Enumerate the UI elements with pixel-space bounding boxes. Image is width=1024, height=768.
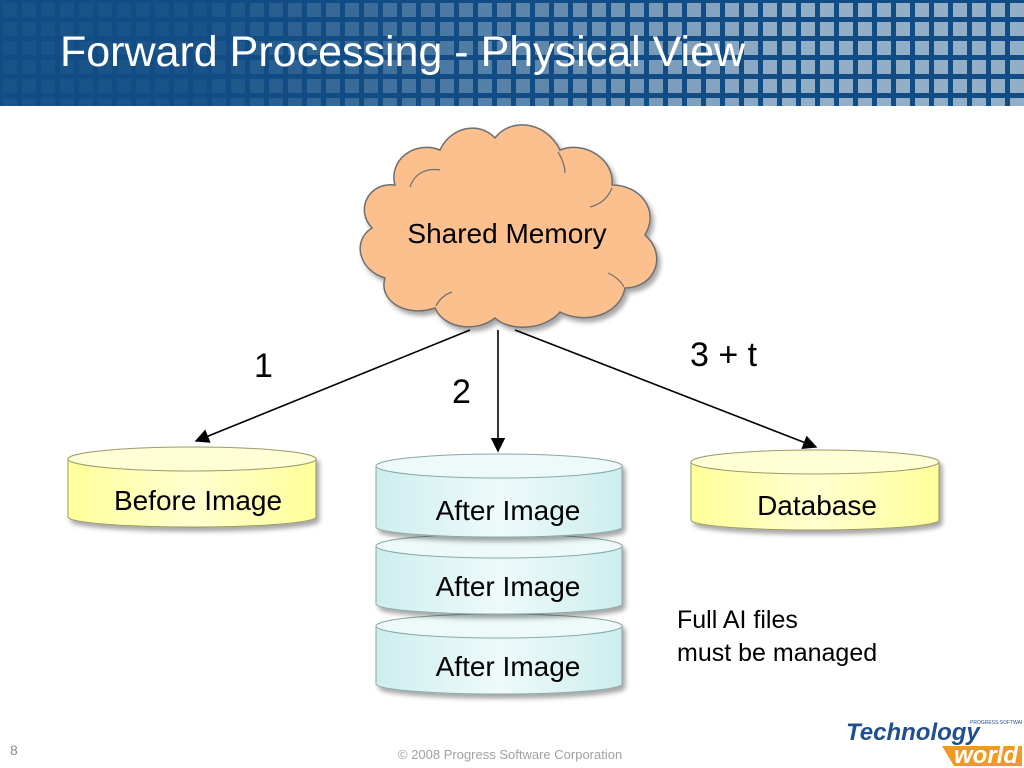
note-text: Full AI files must be managed — [677, 604, 877, 670]
before-image-label: Before Image — [114, 485, 282, 516]
note-line-1: Full AI files — [677, 606, 798, 634]
cloud-label: Shared Memory — [407, 218, 606, 249]
arrow-to-before-image — [194, 329, 471, 443]
after-image-label-1: After Image — [436, 495, 581, 526]
database-cylinder — [690, 449, 940, 531]
copyright-text: © 2008 Progress Software Corporation — [398, 747, 623, 762]
database-label: Database — [757, 490, 877, 521]
before-image-cylinder — [67, 446, 317, 528]
arrow-label-2: 2 — [452, 373, 471, 411]
arrow-label-1: 1 — [254, 347, 273, 385]
arrow-label-3: 3 + t — [690, 336, 758, 374]
logo-swoosh — [942, 746, 1022, 766]
after-image-label-2: After Image — [436, 571, 581, 602]
svg-text:PROGRESS SOFTWARE: PROGRESS SOFTWARE — [970, 720, 1022, 726]
after-image-cylinder-2 — [375, 533, 623, 615]
svg-text:Technology: Technology — [846, 719, 981, 746]
title-bar: Forward Processing - Physical View — [0, 0, 1024, 106]
after-image-label-3: After Image — [436, 651, 581, 682]
technology-world-logo: Technology PROGRESS SOFTWARE world — [846, 719, 1022, 766]
svg-text:world: world — [954, 742, 1019, 766]
cloud-detail — [409, 151, 625, 307]
note-line-2: must be managed — [677, 639, 878, 667]
after-image-cylinder-1 — [375, 453, 623, 538]
title-pattern — [3, 3, 1024, 106]
page-number: 8 — [10, 742, 18, 758]
slide-title: Forward Processing - Physical View — [60, 28, 746, 76]
arrow-to-database — [514, 329, 818, 450]
shared-memory-cloud — [359, 124, 658, 328]
after-image-cylinder-3 — [375, 613, 623, 695]
